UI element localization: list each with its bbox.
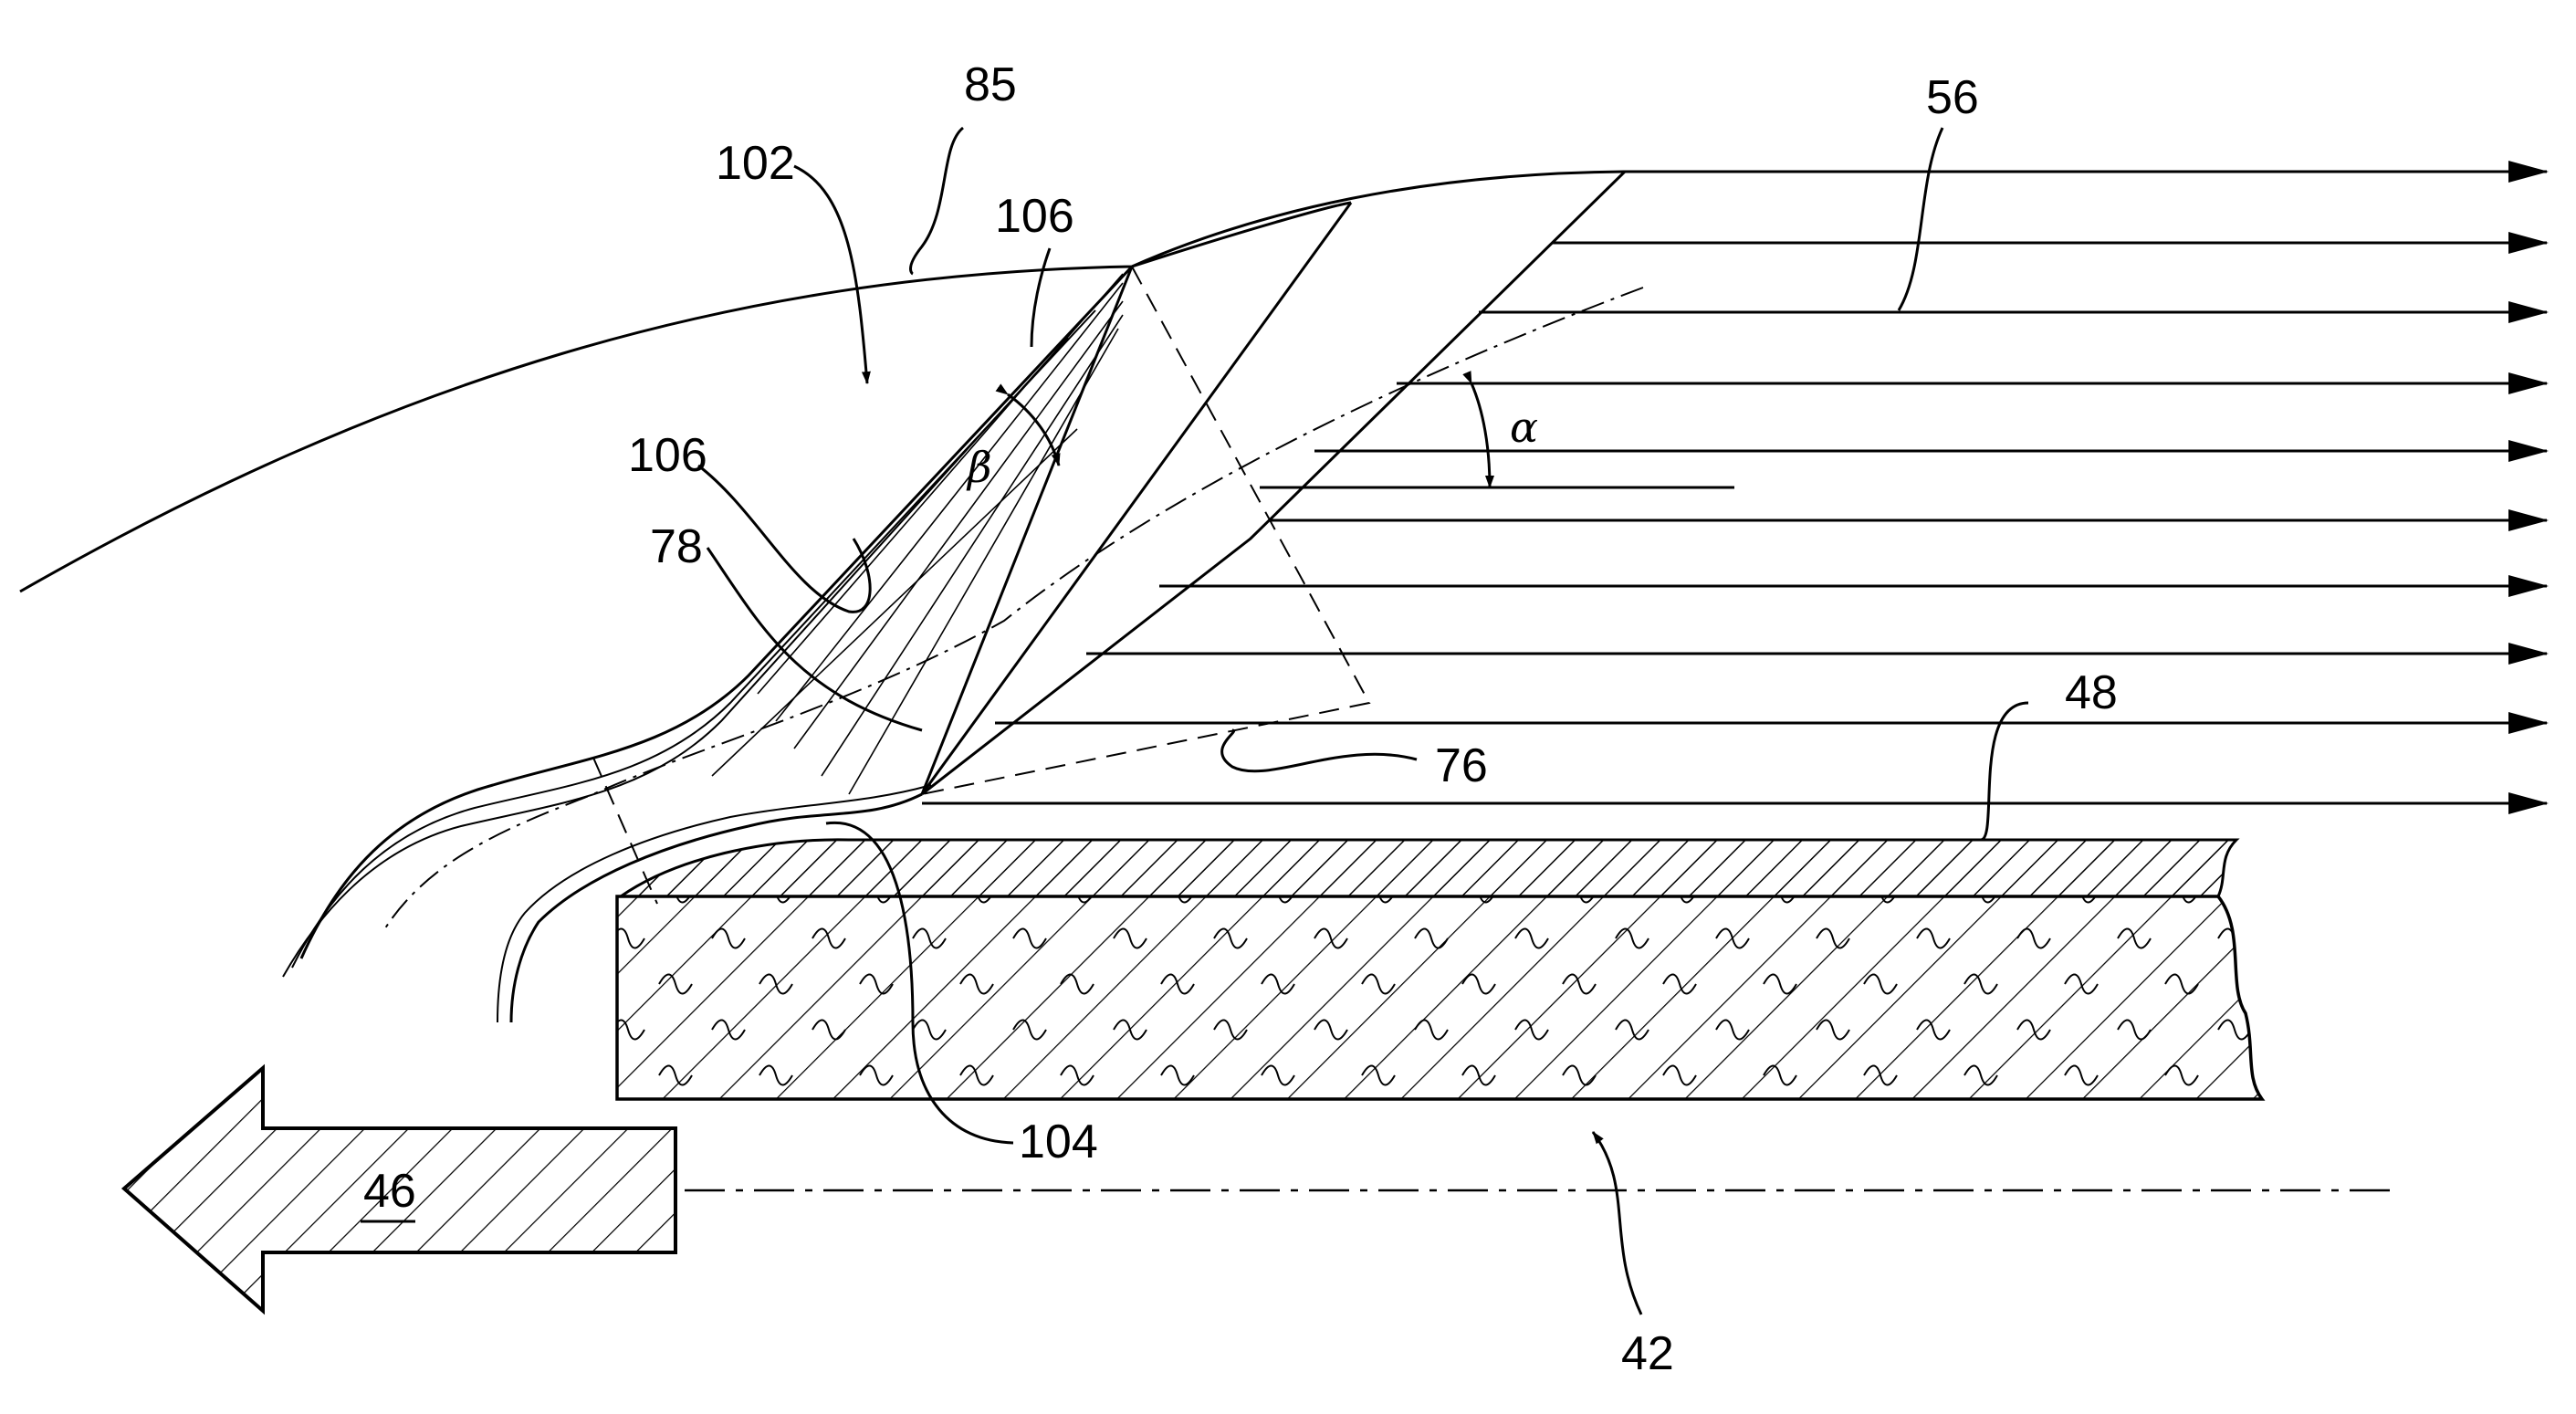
beta-dimension xyxy=(1008,394,1059,466)
numeral-104: 104 xyxy=(1019,1115,1098,1168)
numeral-56: 56 xyxy=(1926,71,1979,124)
numeral-106-left: 106 xyxy=(628,429,707,482)
alpha-label: α xyxy=(1510,403,1538,452)
alpha-dimension xyxy=(1471,383,1490,487)
numeral-85: 85 xyxy=(964,58,1017,111)
numeral-46: 46 xyxy=(363,1165,416,1218)
numeral-42: 42 xyxy=(1621,1327,1674,1380)
inlet-outer-contour xyxy=(20,172,1625,592)
body-block xyxy=(617,896,2262,1099)
numeral-78: 78 xyxy=(650,520,703,573)
numeral-76: 76 xyxy=(1435,739,1488,792)
flow-arrows xyxy=(922,172,2547,803)
leader-lines xyxy=(698,128,2028,1314)
shock-wedge-lines xyxy=(922,172,1625,794)
numeral-102: 102 xyxy=(716,137,795,190)
layer-48 xyxy=(621,840,2236,896)
numeral-106-top: 106 xyxy=(995,190,1074,243)
numeral-48: 48 xyxy=(2065,666,2118,719)
beta-label: β xyxy=(966,443,992,492)
